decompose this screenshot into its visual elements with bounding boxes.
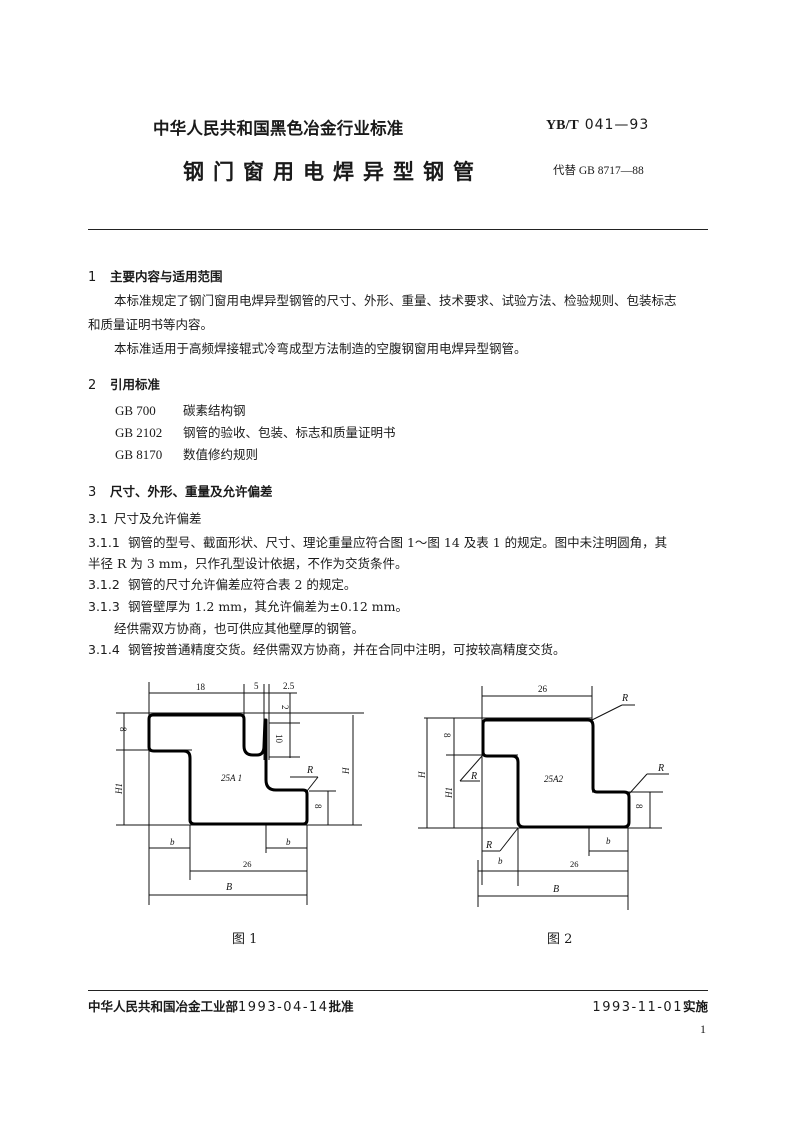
standard-code: YB/T 041—93 xyxy=(546,117,649,134)
model-label: 25A 1 xyxy=(221,773,242,783)
dim-slot-offset: 2.5 xyxy=(283,681,295,691)
dim-top-width: 18 xyxy=(196,682,206,692)
figure-2: 26 R R R R 8 H H1 8 25A2 b b 26 B 图 2 xyxy=(410,670,690,947)
dim-h1: H1 xyxy=(114,783,124,795)
standard-organization: 中华人民共和国黑色冶金行业标准 xyxy=(153,119,404,138)
dim-right-height: 8 xyxy=(634,804,644,809)
dim-b-right: b xyxy=(606,836,611,846)
approval-label: 批准 xyxy=(328,999,354,1014)
dim-top-width: 26 xyxy=(538,684,548,694)
section-1-paragraph-1-line-2: 和质量证明书等内容。 xyxy=(88,317,214,332)
issuer: 中华人民共和国冶金工业部 xyxy=(88,999,239,1014)
effective-label: 实施 xyxy=(682,999,708,1014)
section-3-1-3-note: 经供需双方协商，也可供应其他壁厚的钢管。 xyxy=(114,621,365,636)
dim-h: H xyxy=(341,767,351,775)
footer-divider xyxy=(88,990,708,991)
radius-label: R xyxy=(306,765,313,776)
dim-left-height: 8 xyxy=(118,727,128,732)
dim-b-right: b xyxy=(286,837,291,847)
dim-h: H xyxy=(417,771,427,779)
radius-right-label: R xyxy=(657,763,664,774)
document-title: 钢门窗用电焊异型钢管 xyxy=(183,160,483,184)
standard-prefix: YB/T xyxy=(546,118,579,133)
approval-date: 1993-04-14 xyxy=(238,1000,329,1015)
approval-line: 中华人民共和国冶金工业部1993-04-14批准 xyxy=(88,996,354,1015)
figure-1: 18 5 2.5 2 10 8 H1 H 8 R 25A 1 b b 26 B … xyxy=(100,670,380,947)
radius-bottom-label: R xyxy=(485,840,492,851)
dim-h1: H1 xyxy=(444,787,454,799)
header-divider xyxy=(88,229,708,230)
dim-total-width: B xyxy=(553,884,559,895)
dim-right-height: 8 xyxy=(313,804,323,809)
figure-1-caption: 图 1 xyxy=(232,932,258,947)
dim-mid-width: 26 xyxy=(243,859,252,869)
effective-line: 1993-11-01实施 xyxy=(592,996,708,1015)
model-label: 25A2 xyxy=(544,774,563,784)
standard-number: 041—93 xyxy=(584,117,650,133)
replaces-note: 代替 GB 8717—88 xyxy=(553,165,644,177)
radius-left-label: R xyxy=(470,771,477,782)
dim-total-width: B xyxy=(226,882,232,893)
figure-1-drawing: 18 5 2.5 2 10 8 H1 H 8 R 25A 1 b b 26 B xyxy=(114,681,364,905)
page-number: 1 xyxy=(700,1022,706,1036)
dim-left-height: 8 xyxy=(442,733,452,738)
figure-2-caption: 图 2 xyxy=(547,932,573,947)
section-1-paragraph-1-line-1: 本标准规定了钢门窗用电焊异型钢管的尺寸、外形、重量、技术要求、试验方法、检验规则… xyxy=(114,293,677,308)
dim-b-left: b xyxy=(170,837,175,847)
dim-slot-width: 5 xyxy=(254,681,259,691)
dim-mid-width: 26 xyxy=(570,859,579,869)
dim-b-left: b xyxy=(498,856,503,866)
radius-top-label: R xyxy=(621,693,628,704)
dim-slot-depth: 10 xyxy=(274,734,284,744)
figure-2-drawing: 26 R R R R 8 H H1 8 25A2 b b 26 B xyxy=(417,684,669,910)
dim-slot-top: 2 xyxy=(280,705,290,710)
section-3-1-1-line-2: 半径 R 为 3 mm，只作孔型设计依据，不作为交货条件。 xyxy=(88,556,408,571)
effective-date: 1993-11-01 xyxy=(592,1000,683,1015)
section-1-paragraph-2: 本标准适用于高频焊接辊式冷弯成型方法制造的空腹钢窗用电焊异型钢管。 xyxy=(114,341,527,356)
